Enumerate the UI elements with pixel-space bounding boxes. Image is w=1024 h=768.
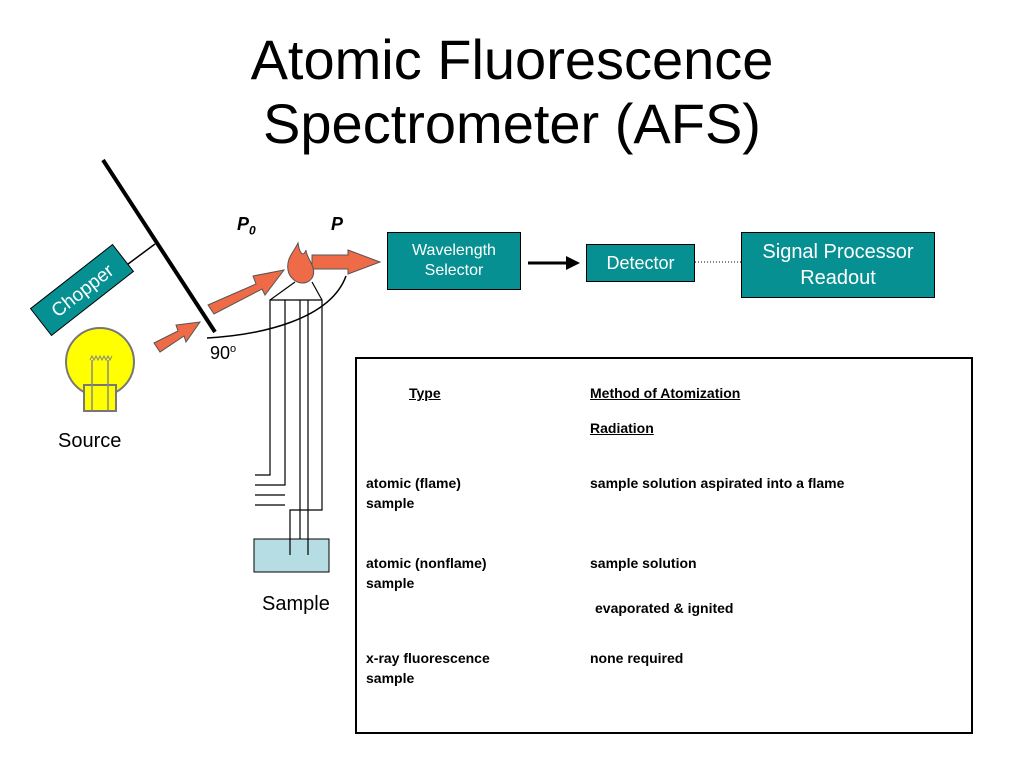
row2-method-line1: sample solution: [590, 555, 697, 571]
wavelength-selector-box: Wavelength Selector: [387, 232, 521, 290]
chopper-box: Chopper: [29, 243, 135, 337]
title-line-2: Spectrometer (AFS): [263, 92, 761, 155]
chopper-mirror-line: [101, 158, 217, 334]
row3-method: none required: [590, 650, 684, 666]
source-label: Source: [58, 430, 122, 452]
row1-type-line1: atomic (flame): [366, 475, 461, 491]
detector-box: Detector: [586, 244, 695, 282]
signal-processor-line2: Readout: [800, 267, 876, 289]
flame-icon: [287, 241, 315, 284]
arrow-source-to-mirror: [153, 321, 202, 353]
table-row: atomic (flame) sample: [366, 473, 461, 513]
row2-type-line1: atomic (nonflame): [366, 555, 487, 571]
wavelength-selector-line1: Wavelength: [412, 242, 496, 259]
table-row: atomic (nonflame) sample: [366, 553, 487, 593]
slide-title: Atomic Fluorescence Spectrometer (AFS): [0, 28, 1024, 156]
sample-label: Sample: [262, 593, 330, 615]
row2-type-line2: sample: [366, 575, 415, 591]
wavelength-selector-line2: Selector: [424, 262, 484, 279]
header-radiation: Radiation: [590, 420, 654, 436]
arrow-mirror-to-flame: [207, 269, 286, 315]
row3-type-line2: sample: [366, 670, 415, 686]
row3-type-line1: x-ray fluorescence: [366, 650, 490, 666]
row2-method-line2: evaporated & ignited: [595, 600, 734, 616]
signal-processor-box: Signal Processor Readout: [741, 232, 935, 298]
p0-label: P0: [237, 214, 256, 238]
row1-method: sample solution aspirated into a flame: [590, 475, 845, 491]
header-method: Method of Atomization: [590, 385, 741, 401]
p-label: P: [331, 214, 344, 234]
atomization-table: Type Method of Atomization Radiation ato…: [355, 357, 973, 734]
source-bulb-icon: [65, 327, 135, 412]
row1-type-line2: sample: [366, 495, 415, 511]
detector-label: Detector: [606, 252, 675, 273]
angle-label: 90o: [210, 343, 237, 363]
title-line-1: Atomic Fluorescence: [250, 28, 774, 91]
arrow-flame-to-selector: [311, 249, 382, 275]
header-type: Type: [409, 385, 441, 401]
table-row: x-ray fluorescence sample: [366, 648, 490, 688]
burner: [255, 281, 323, 555]
signal-processor-line1: Signal Processor: [762, 241, 914, 263]
angle-arc: [206, 275, 347, 339]
sample-container: [253, 538, 330, 573]
